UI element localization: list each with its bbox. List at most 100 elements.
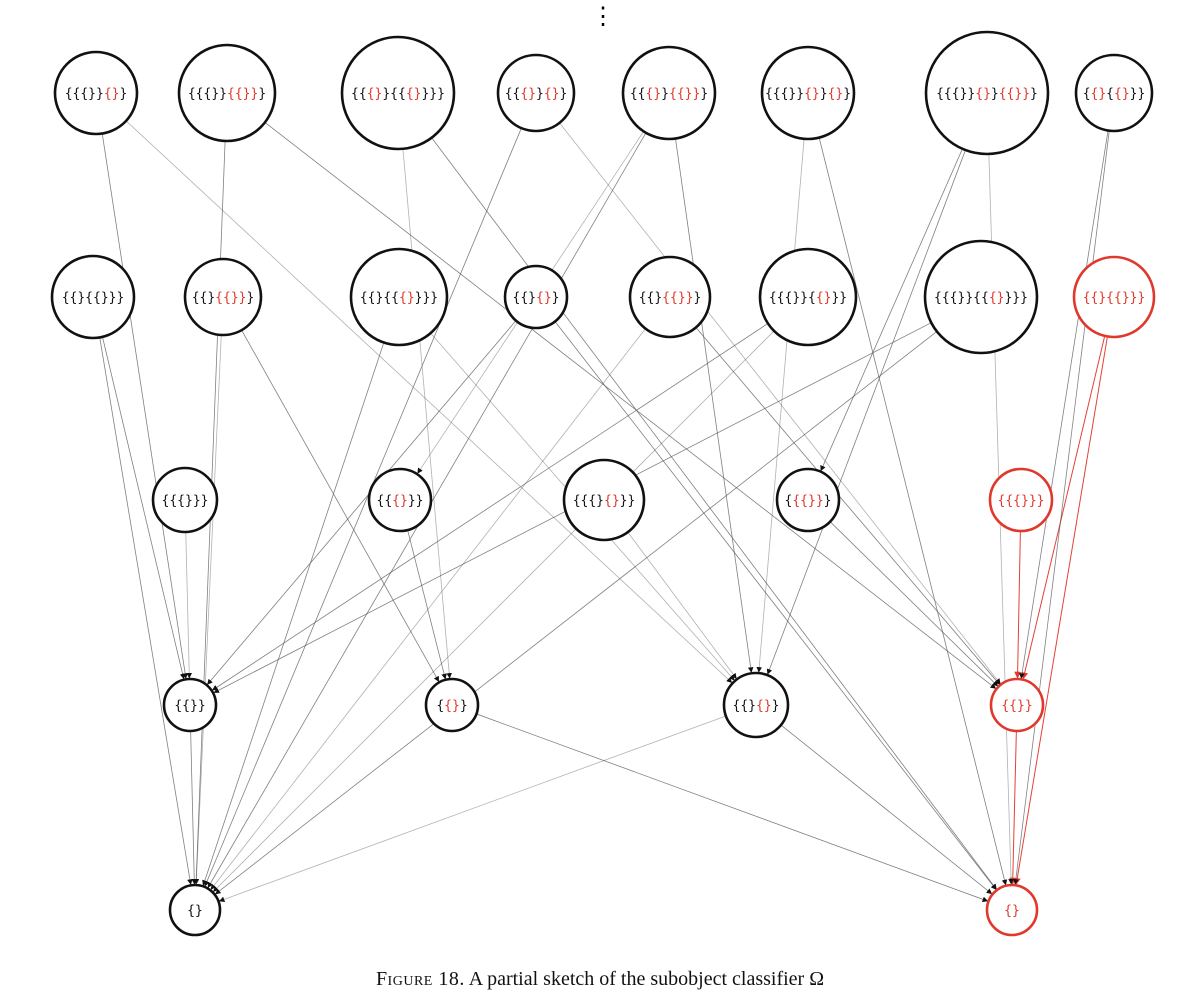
node-m1: {{}{{}}}: [50, 254, 136, 340]
node-label-t4: {{{}}{}}: [505, 87, 568, 102]
edge-t6-to-z2: [818, 137, 1008, 886]
edge-m6-to-z1: [212, 330, 775, 893]
node-l5: {{{}}}: [988, 467, 1054, 533]
node-l1: {{{}}}: [151, 466, 219, 534]
node-label-m1: {{}{{}}}: [62, 291, 125, 306]
edge-m8-to-b4: [1021, 335, 1106, 680]
node-circle-t1: [53, 50, 139, 136]
node-m4: {{}{}}: [503, 264, 569, 330]
node-circle-m3: [349, 247, 449, 347]
node-label-t2: {{{}}{{}}}: [188, 87, 266, 102]
node-label-b4: {{}}: [1001, 699, 1032, 714]
edge-m2-to-b2: [241, 329, 440, 682]
node-circle-z2: [985, 883, 1039, 937]
node-z2: {}: [985, 883, 1039, 937]
node-label-t8: {{}{{}}}: [1083, 87, 1146, 102]
node-label-m2: {{}{{}}}: [192, 291, 255, 306]
node-label-t3: {{{}}{{{}}}}: [351, 87, 445, 102]
caption-text: A partial sketch of the subobject classi…: [468, 968, 825, 990]
edges: [99, 120, 1110, 902]
node-l4: {{{}}}: [775, 467, 841, 533]
node-label-m6: {{{}}{{}}}: [769, 291, 847, 306]
edge-m3-to-z1: [202, 342, 385, 886]
edge-t2-to-b4: [264, 122, 997, 689]
node-circle-t6: [760, 45, 856, 141]
node-t4: {{{}}{}}: [496, 53, 576, 133]
node-circle-b2: [424, 677, 480, 733]
edge-t6-to-b3: [756, 138, 805, 673]
edge-m6-to-b1: [212, 323, 769, 691]
node-circle-t3: [340, 35, 456, 151]
node-z1: {}: [168, 883, 222, 937]
node-label-m4: {{}{}}: [513, 291, 560, 306]
node-m7: {{{}}{{{}}}}: [923, 239, 1039, 355]
edge-b1-to-z1: [190, 730, 198, 885]
node-l3: {{{}{}}}: [562, 458, 646, 542]
node-circle-t2: [177, 43, 277, 143]
node-b3: {{}{}}: [722, 671, 790, 739]
edge-t7-to-b3: [766, 149, 966, 675]
node-label-l1: {{{}}}: [162, 494, 209, 509]
node-circle-m8: [1072, 255, 1156, 339]
node-m6: {{{}}{{}}}: [758, 247, 858, 347]
edge-m1-to-z1: [99, 337, 193, 885]
node-t8: {{}{{}}}: [1074, 53, 1154, 133]
caption-figure-number: Figure 18.: [375, 968, 465, 990]
node-b2: {{}}: [424, 677, 480, 733]
node-m2: {{}{{}}}: [183, 257, 263, 337]
node-l2: {{{}}}: [367, 467, 433, 533]
node-label-l5: {{{}}}: [998, 494, 1045, 509]
node-label-z2: {}: [1004, 904, 1020, 919]
node-t7: {{{}}{}}{{}}}: [924, 30, 1050, 156]
edge-t5-to-b3: [675, 138, 754, 673]
node-label-m8: {{}{{}}}: [1083, 291, 1146, 306]
node-circle-l2: [367, 467, 433, 533]
edge-m5-to-b4: [695, 327, 1000, 685]
node-circle-l1: [151, 466, 219, 534]
edge-m7-to-z1: [215, 331, 938, 895]
node-b4: {{}}: [989, 677, 1045, 733]
node-label-b3: {{}{}}: [733, 699, 780, 714]
node-circle-t8: [1074, 53, 1154, 133]
node-circle-z1: [168, 883, 222, 937]
edge-b2-to-z2: [476, 713, 989, 902]
node-label-l4: {{{}}}: [785, 494, 832, 509]
edge-t8-to-z2: [1013, 130, 1110, 885]
node-b1: {{}}: [162, 677, 218, 733]
edge-m4-to-b1: [207, 320, 517, 685]
node-label-m7: {{{}}{{{}}}}: [934, 291, 1028, 306]
node-m8: {{}{{}}}: [1072, 255, 1156, 339]
edge-m5-to-z1: [210, 328, 646, 890]
node-label-l3: {{{}{}}}: [573, 494, 636, 509]
node-t2: {{{}}{{}}}: [177, 43, 277, 143]
node-circle-t7: [924, 30, 1050, 156]
node-circle-l4: [775, 467, 841, 533]
node-t3: {{{}}{{{}}}}: [340, 35, 456, 151]
node-label-t1: {{{}}{}}: [65, 87, 128, 102]
edge-t8-to-b4: [1019, 130, 1109, 679]
node-circle-t4: [496, 53, 576, 133]
edge-l1-to-b1: [185, 531, 193, 679]
node-label-b2: {{}}: [436, 699, 467, 714]
edge-b3-to-z1: [218, 715, 727, 902]
node-circle-t5: [621, 45, 717, 141]
edge-t3-to-z2: [431, 137, 997, 890]
node-label-z1: {}: [187, 904, 203, 919]
edge-t1-to-b3: [125, 120, 733, 683]
node-t6: {{{}}{}}{}}: [760, 45, 856, 141]
nodes: {{{}}{}}{{{}}{{}}}{{{}}{{{}}}}{{{}}{}}{{…: [50, 30, 1156, 937]
edge-m1-to-b1: [102, 336, 186, 680]
edge-l3-to-b3: [627, 531, 737, 679]
figure-caption: Figure 18. A partial sketch of the subob…: [0, 968, 1200, 991]
edge-l5-to-b4: [1014, 530, 1022, 679]
node-circle-m2: [183, 257, 263, 337]
edge-t4-to-z1: [204, 127, 522, 887]
node-t5: {{{}}{{}}}: [621, 45, 717, 141]
node-circle-m5: [628, 255, 712, 339]
node-label-t6: {{{}}{}}{}}: [765, 87, 851, 102]
node-circle-m6: [758, 247, 858, 347]
node-circle-b1: [162, 677, 218, 733]
edge-m4-to-z2: [554, 321, 997, 890]
edge-t3-to-b2: [402, 148, 452, 679]
